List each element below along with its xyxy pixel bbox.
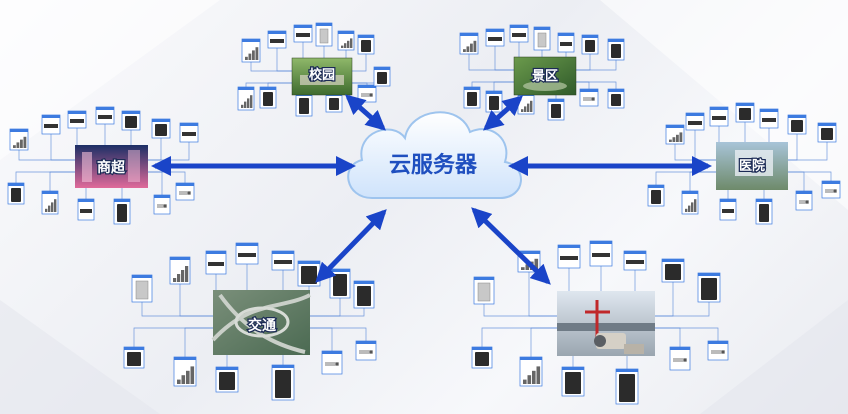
- device-card-scenic-12: [607, 88, 625, 109]
- site-scenic: 景区: [513, 56, 577, 96]
- device-card-mall-12: [175, 182, 195, 201]
- device-card-hospital-3: [735, 102, 755, 123]
- arrow-traffic: [315, 209, 387, 283]
- device-card-airport-8: [519, 356, 543, 387]
- device-card-campus-11: [373, 66, 391, 87]
- device-card-mall-7: [7, 182, 25, 205]
- device-card-campus-3: [315, 22, 333, 47]
- device-card-hospital-8: [681, 190, 699, 215]
- device-card-airport-5: [661, 258, 685, 283]
- device-card-campus-4: [337, 30, 355, 51]
- site-label-campus: 校园: [309, 67, 335, 82]
- arrow-campus: [345, 94, 386, 131]
- device-card-hospital-2: [709, 106, 729, 127]
- connection-arrows: [151, 94, 712, 285]
- device-card-traffic-11: [271, 364, 295, 401]
- device-card-airport-3: [589, 240, 613, 267]
- device-card-traffic-10: [215, 366, 239, 393]
- device-card-hospital-10: [755, 198, 773, 225]
- device-card-campus-2: [293, 24, 313, 43]
- cloud-label: 云服务器: [389, 152, 478, 177]
- device-card-airport-12: [707, 340, 729, 361]
- device-card-scenic-7: [463, 86, 481, 109]
- device-card-airport-4: [623, 250, 647, 271]
- device-card-mall-5: [151, 118, 171, 139]
- site-label-mall: 商超: [97, 159, 126, 175]
- device-card-mall-2: [67, 110, 87, 129]
- device-card-traffic-2: [205, 250, 227, 275]
- device-card-mall-10: [113, 198, 131, 225]
- device-card-scenic-5: [581, 34, 599, 55]
- device-card-traffic-1: [169, 256, 191, 285]
- device-card-hospital-1: [685, 112, 705, 131]
- device-card-scenic-3: [533, 26, 551, 51]
- device-card-traffic-6: [329, 268, 351, 299]
- arrow-airport: [471, 207, 551, 285]
- device-card-scenic-1: [485, 28, 505, 47]
- device-card-traffic-9: [173, 356, 197, 387]
- device-card-hospital-9: [719, 198, 737, 221]
- device-card-airport-7: [471, 346, 493, 369]
- device-card-traffic-13: [355, 340, 377, 361]
- site-hospital: 医院: [716, 142, 788, 190]
- site-traffic: 交通: [211, 290, 311, 355]
- cloud-server: 云服务器: [347, 111, 522, 199]
- device-card-campus-7: [237, 86, 255, 111]
- device-card-hospital-5: [787, 114, 807, 135]
- device-card-mall-8: [41, 190, 59, 215]
- site-campus: 校园: [291, 57, 353, 96]
- device-card-hospital-7: [647, 184, 665, 207]
- device-card-scenic-8: [485, 90, 503, 113]
- device-card-airport-0: [473, 276, 495, 305]
- device-card-campus-5: [357, 34, 375, 55]
- device-card-mall-4: [121, 110, 141, 131]
- site-airport: [557, 291, 655, 356]
- device-card-airport-2: [557, 244, 581, 269]
- device-card-scenic-6: [607, 38, 625, 61]
- device-card-airport-11: [669, 346, 691, 371]
- site-label-traffic: 交通: [248, 317, 276, 333]
- device-card-campus-9: [325, 92, 343, 113]
- device-card-traffic-8: [123, 346, 145, 369]
- device-card-scenic-4: [557, 32, 575, 53]
- device-card-traffic-7: [353, 280, 375, 309]
- device-card-campus-8: [295, 92, 313, 117]
- device-card-campus-6: [259, 86, 277, 109]
- device-card-scenic-10: [547, 98, 565, 121]
- device-card-mall-11: [153, 194, 171, 215]
- device-card-airport-9: [561, 366, 585, 397]
- device-card-hospital-11: [795, 190, 813, 211]
- device-card-hospital-6: [817, 122, 837, 143]
- device-card-scenic-0: [459, 32, 479, 55]
- device-card-mall-6: [179, 122, 199, 143]
- device-card-traffic-5: [297, 260, 321, 287]
- device-card-airport-6: [697, 272, 721, 303]
- device-card-traffic-0: [131, 274, 153, 303]
- device-card-campus-1: [267, 30, 287, 49]
- device-card-hospital-0: [665, 124, 685, 145]
- arrow-scenic: [483, 95, 523, 131]
- site-label-scenic: 景区: [532, 68, 558, 83]
- site-mall: 商超: [75, 145, 148, 188]
- device-card-mall-9: [77, 198, 95, 221]
- device-card-mall-0: [9, 128, 29, 151]
- device-card-scenic-2: [509, 24, 529, 43]
- site-label-hospital: 医院: [739, 158, 765, 173]
- device-card-hospital-4: [759, 108, 779, 129]
- device-card-mall-1: [41, 114, 61, 135]
- device-card-traffic-12: [321, 350, 343, 375]
- device-card-scenic-9: [517, 92, 535, 115]
- device-card-scenic-11: [579, 88, 599, 107]
- device-card-campus-0: [241, 38, 261, 63]
- device-card-hospital-12: [821, 180, 841, 199]
- device-card-campus-10: [357, 84, 377, 103]
- device-card-traffic-3: [235, 242, 259, 265]
- device-card-airport-10: [615, 368, 639, 405]
- device-card-traffic-4: [271, 250, 295, 271]
- device-card-mall-3: [95, 106, 115, 125]
